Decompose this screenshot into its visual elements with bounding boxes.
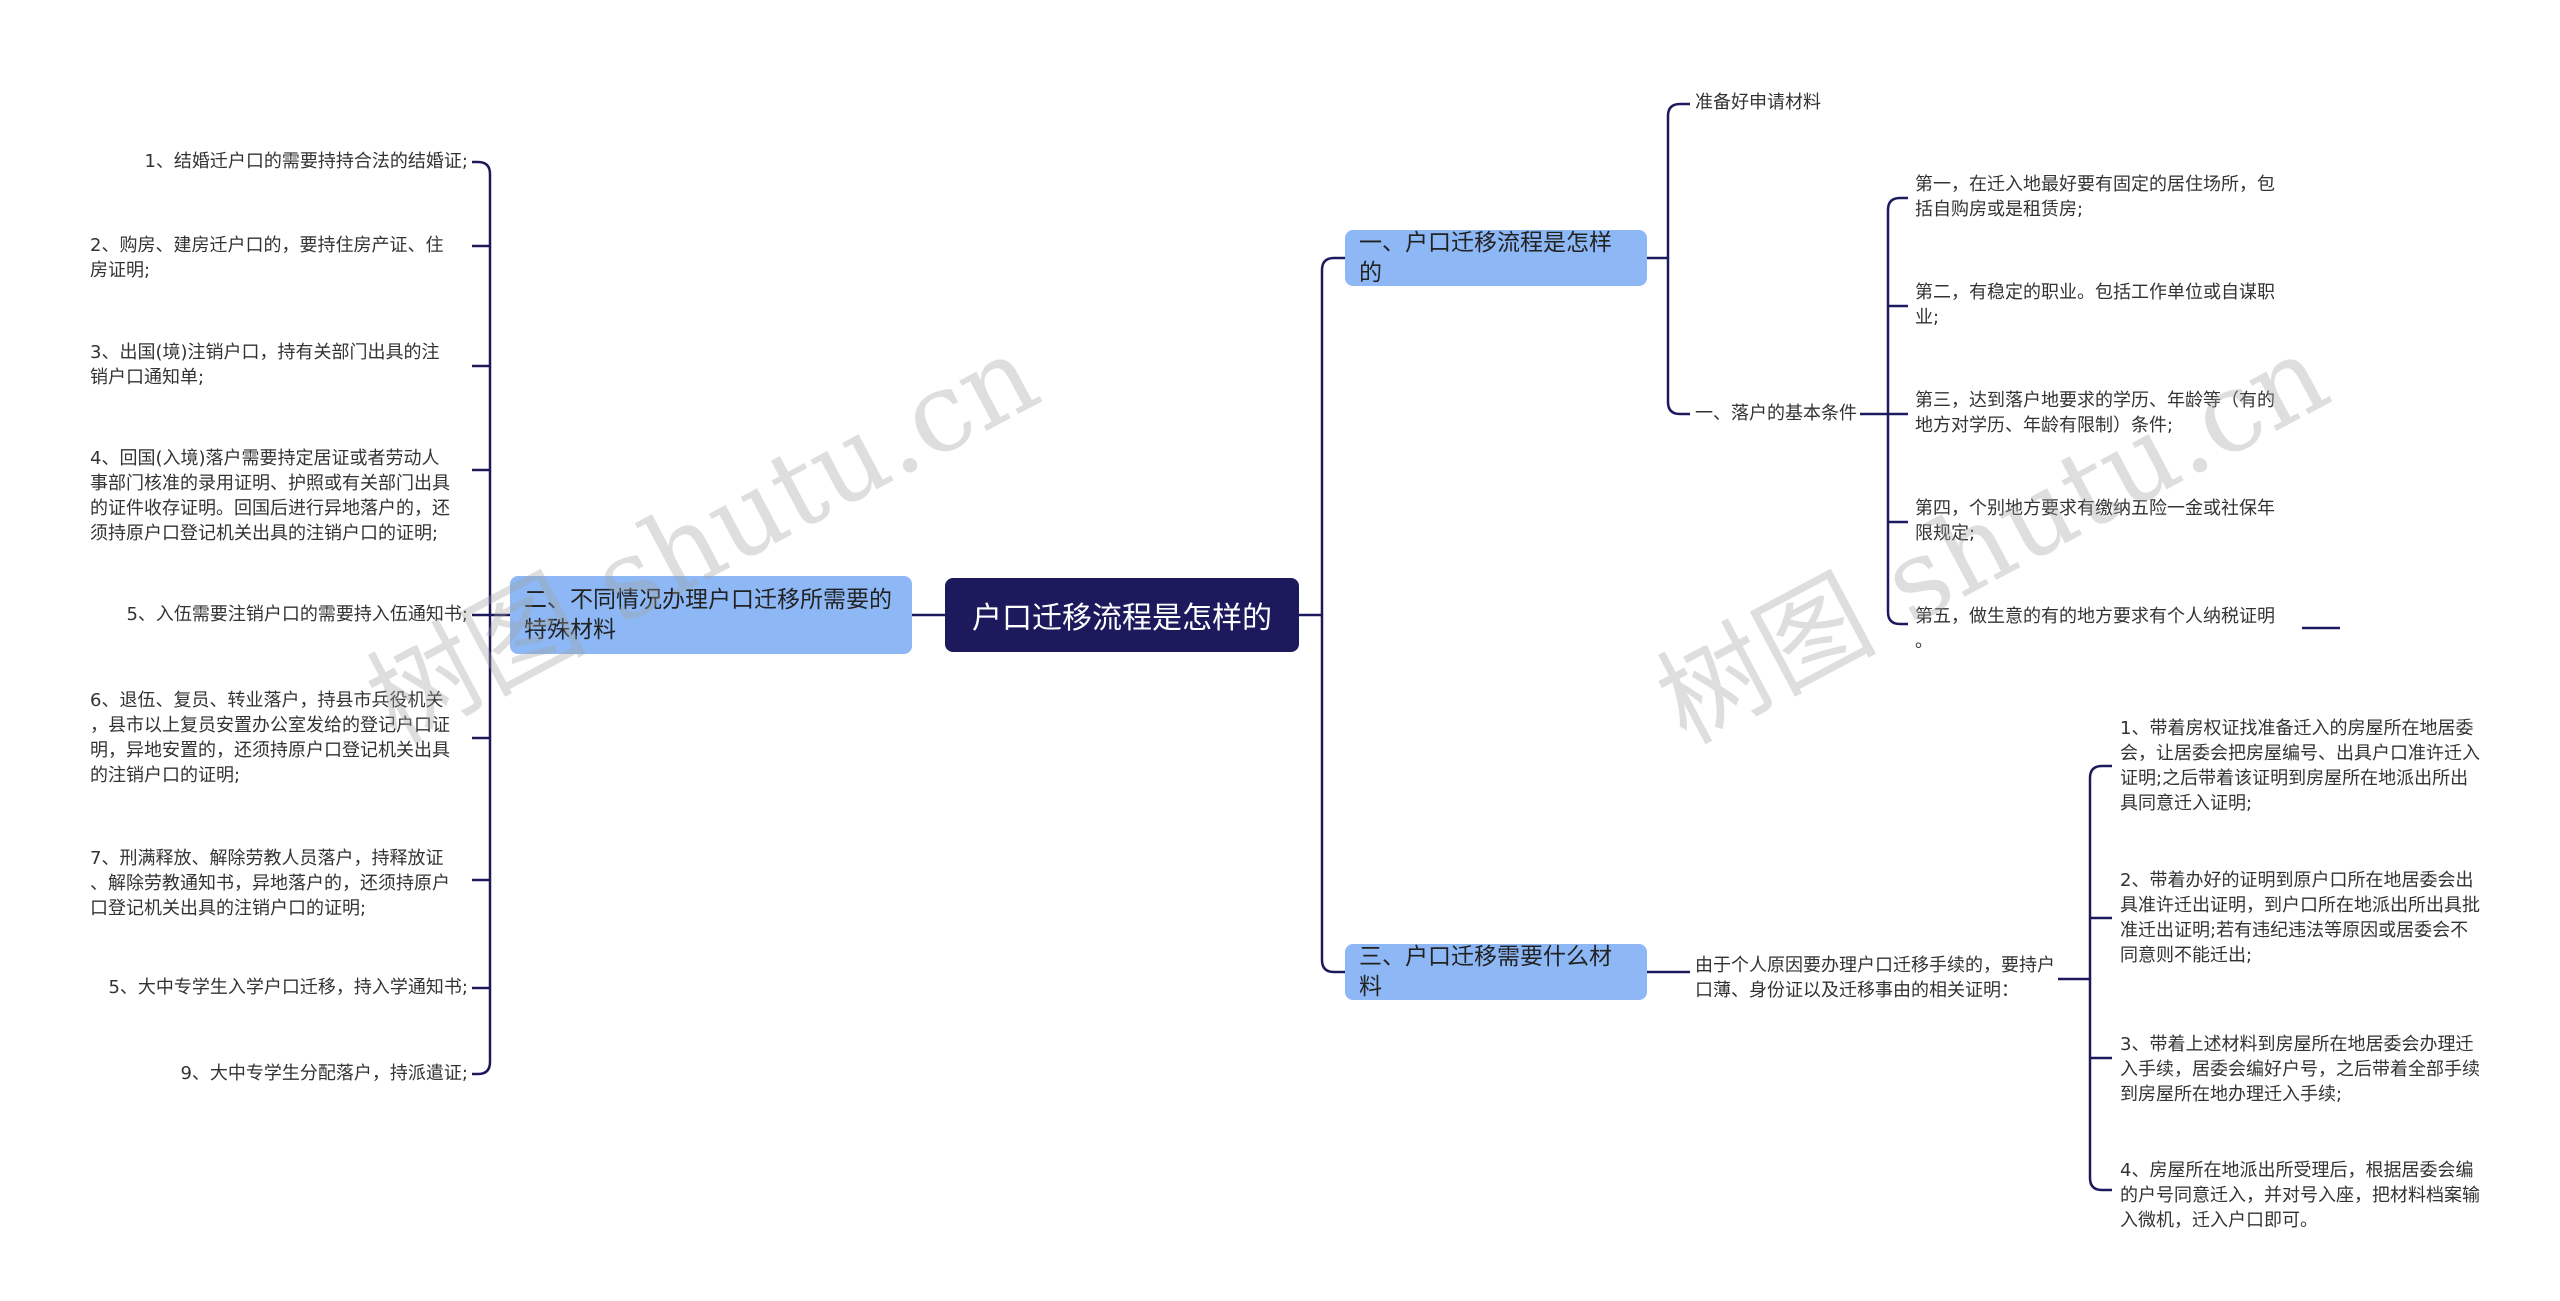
leaf-basic-conditions[interactable]: 一、落户的基本条件 [1695, 403, 1857, 424]
step-item[interactable]: 3、带着上述材料到房屋所在地居委会办理迁 入手续，居委会编好户号，之后带着全部手… [2120, 1034, 2480, 1105]
special-material-item[interactable]: 9、大中专学生分配落户，持派遣证; [180, 1063, 468, 1084]
condition-item[interactable]: 第二，有稳定的职业。包括工作单位或自谋职 业; [1915, 282, 2275, 328]
branch-materials[interactable]: 三、户口迁移需要什么材料 [1345, 944, 1647, 1000]
special-material-item[interactable]: 7、刑满释放、解除劳教人员落户，持释放证 、解除劳教通知书，异地落户的，还须持原… [90, 848, 450, 919]
special-material-item[interactable]: 6、退伍、复员、转业落户，持县市兵役机关 ，县市以上复员安置办公室发给的登记户口… [90, 690, 450, 786]
special-material-item[interactable]: 1、结婚迁户口的需要持持合法的结婚证; [144, 151, 468, 172]
special-material-item[interactable]: 5、大中专学生入学户口迁移，持入学通知书; [108, 977, 468, 998]
step-item[interactable]: 4、房屋所在地派出所受理后，根据居委会编 的户号同意迁入，并对号入座，把材料档案… [2120, 1160, 2480, 1231]
condition-item[interactable]: 第三，达到落户地要求的学历、年龄等（有的 地方对学历、年龄有限制）条件; [1915, 390, 2275, 436]
step-item[interactable]: 1、带着房权证找准备迁入的房屋所在地居委 会，让居委会把房屋编号、出具户口准许迁… [2120, 718, 2480, 814]
step-item[interactable]: 2、带着办好的证明到原户口所在地居委会出 具准许迁出证明，到户口所在地派出所出具… [2120, 870, 2480, 966]
special-material-item[interactable]: 3、出国(境)注销户口，持有关部门出具的注 销户口通知单; [90, 342, 440, 388]
condition-item[interactable]: 第五，做生意的有的地方要求有个人纳税证明 。 [1915, 606, 2275, 652]
special-material-item[interactable]: 2、购房、建房迁户口的，要持住房产证、住 房证明; [90, 235, 444, 281]
special-material-item[interactable]: 5、入伍需要注销户口的需要持入伍通知书; [126, 604, 468, 625]
branch-process[interactable]: 一、户口迁移流程是怎样的 [1345, 230, 1647, 286]
leaf-prepare-materials[interactable]: 准备好申请材料 [1695, 92, 1821, 113]
leaf-personal-reason[interactable]: 由于个人原因要办理户口迁移手续的，要持户 口薄、身份证以及迁移事由的相关证明： [1695, 955, 2055, 1001]
root-topic[interactable]: 户口迁移流程是怎样的 [945, 578, 1299, 652]
special-material-item[interactable]: 4、回国(入境)落户需要持定居证或者劳动人 事部门核准的录用证明、护照或有关部门… [90, 448, 450, 544]
condition-item[interactable]: 第四，个别地方要求有缴纳五险一金或社保年 限规定; [1915, 498, 2275, 544]
branch-special-materials[interactable]: 二、不同情况办理户口迁移所需要的特殊材料 [510, 576, 912, 654]
condition-item[interactable]: 第一，在迁入地最好要有固定的居住场所，包 括自购房或是租赁房; [1915, 174, 2275, 220]
